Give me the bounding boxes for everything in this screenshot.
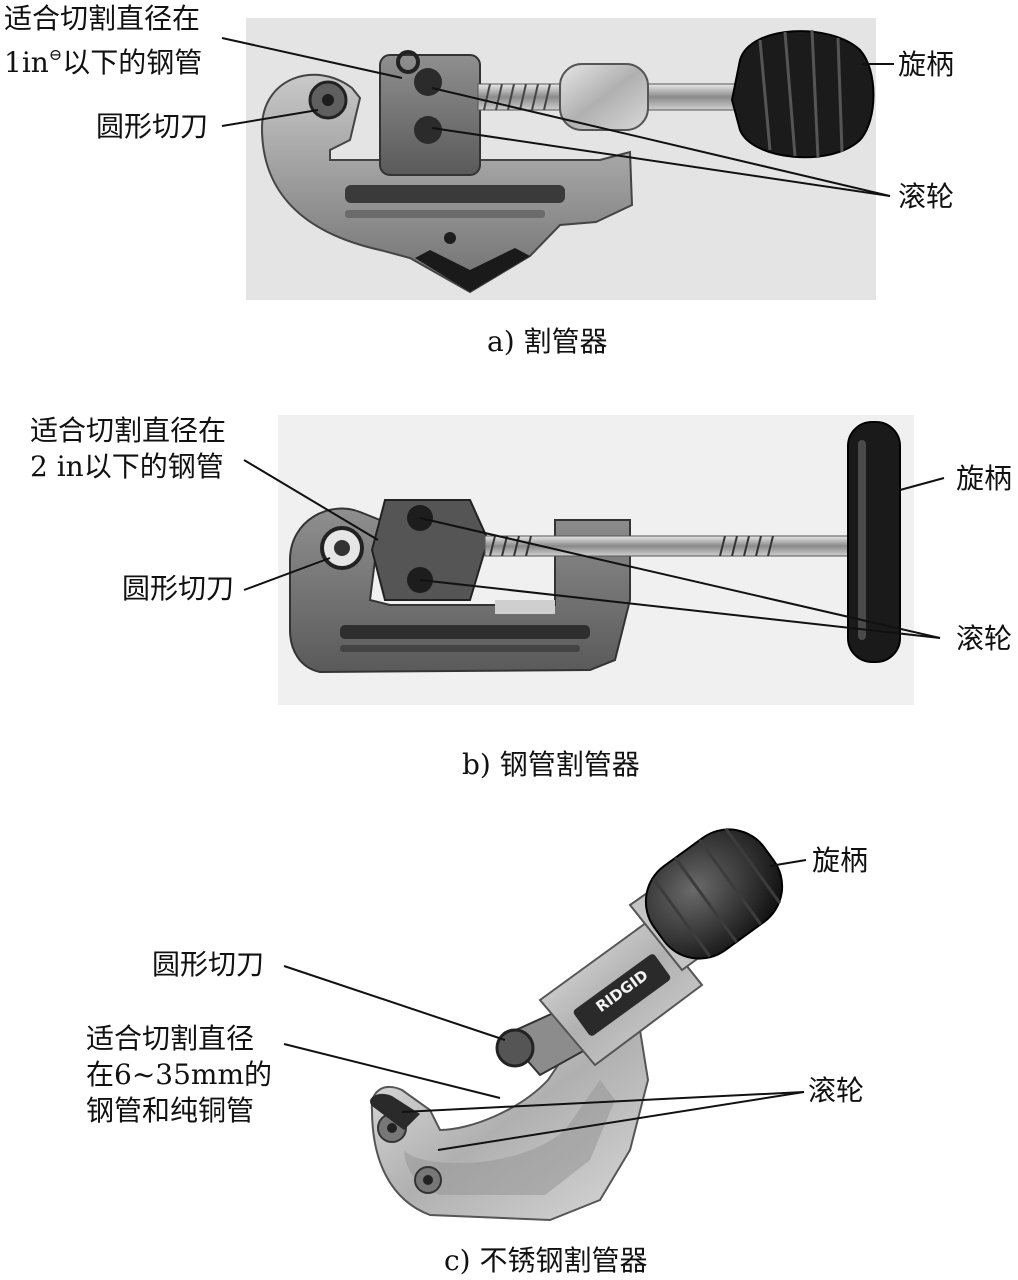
- panel-c-roller-arm: [370, 1093, 420, 1130]
- panel-a-lower-roller: [414, 116, 442, 144]
- panel-c-roller-1-hub: [387, 1123, 397, 1133]
- panel-a-cutter-frame: [260, 73, 634, 294]
- panel-a-knob-label: 旋柄: [898, 48, 955, 81]
- panel-b-blade-hub: [334, 540, 350, 556]
- panel-a-note-sup: ⊖: [48, 45, 63, 64]
- panel-b-roller-label: 滚轮: [956, 622, 1013, 655]
- panel-a-blade-hub: [322, 94, 334, 106]
- panel-c-stainless-pipe-cutter: [283, 827, 807, 1222]
- panel-a-knob: [730, 30, 875, 159]
- panel-a-note-line1: 适合切割直径在: [4, 2, 201, 35]
- panel-a-knob-ridges: [758, 29, 844, 159]
- panel-b-note-line2: 2 in以下的钢管: [30, 450, 224, 483]
- panel-a-upper-roller: [414, 68, 442, 96]
- panel-b-leader-lines: [243, 459, 945, 639]
- panel-a-note-line2: 1in⊖以下的钢管: [4, 38, 202, 80]
- panel-b-note-line1: 适合切割直径在: [30, 414, 227, 447]
- panel-a-slot: [345, 185, 565, 203]
- panel-a-nut: [559, 63, 649, 131]
- panel-a-carriage: [379, 54, 481, 176]
- panel-a-spring: [396, 50, 420, 74]
- panel-b-frame-groove: [340, 645, 580, 652]
- panel-a-frame-hole: [444, 232, 456, 244]
- panel-b-frame-plate: [495, 600, 555, 614]
- panel-a-leader-lines: [221, 37, 894, 197]
- panel-c-knob: [644, 827, 784, 960]
- panel-b-roller-block: [370, 499, 490, 601]
- panel-c-leader-lines: [283, 859, 807, 1151]
- panel-a-caption: a) 割管器: [487, 325, 608, 358]
- panel-a-roller-label: 滚轮: [898, 180, 955, 213]
- panel-b-frame-rail: [340, 625, 590, 639]
- panel-a-blade-label: 圆形切刀: [96, 110, 209, 143]
- panel-b-caption: b) 钢管割管器: [462, 748, 640, 781]
- panel-c-note-line1: 适合切割直径: [86, 1022, 255, 1055]
- panel-c-blade-label: 圆形切刀: [152, 948, 265, 981]
- panel-c-brand-label: [573, 954, 671, 1036]
- panel-c-note-line2: 在6~35mm的: [86, 1058, 273, 1091]
- panel-c-caption: c) 不锈钢割管器: [444, 1244, 648, 1277]
- panel-b-blade-label: 圆形切刀: [122, 572, 235, 605]
- panel-c-frame-inner: [404, 1080, 615, 1195]
- panel-c-note-line3: 钢管和纯铜管: [86, 1094, 255, 1127]
- panel-a-note-prefix: 1in: [4, 46, 49, 79]
- panel-b-knob-label: 旋柄: [956, 462, 1013, 495]
- panel-c-knob-label: 旋柄: [812, 844, 869, 877]
- panel-b-thread: [489, 535, 774, 557]
- panel-b-steel-pipe-cutter: [243, 415, 945, 705]
- panel-c-roller-2-hub: [423, 1175, 433, 1185]
- panel-c-round-blade: [495, 1028, 535, 1068]
- panel-a-note-suffix: 以下的钢管: [62, 46, 203, 79]
- panel-b-t-handle-highlight: [858, 440, 866, 640]
- panel-a-wedge: [415, 248, 530, 292]
- panel-c-roller-label: 滚轮: [808, 1074, 865, 1107]
- panel-a-pipe-cutter: [221, 18, 894, 300]
- panel-a-slot-groove: [345, 210, 545, 218]
